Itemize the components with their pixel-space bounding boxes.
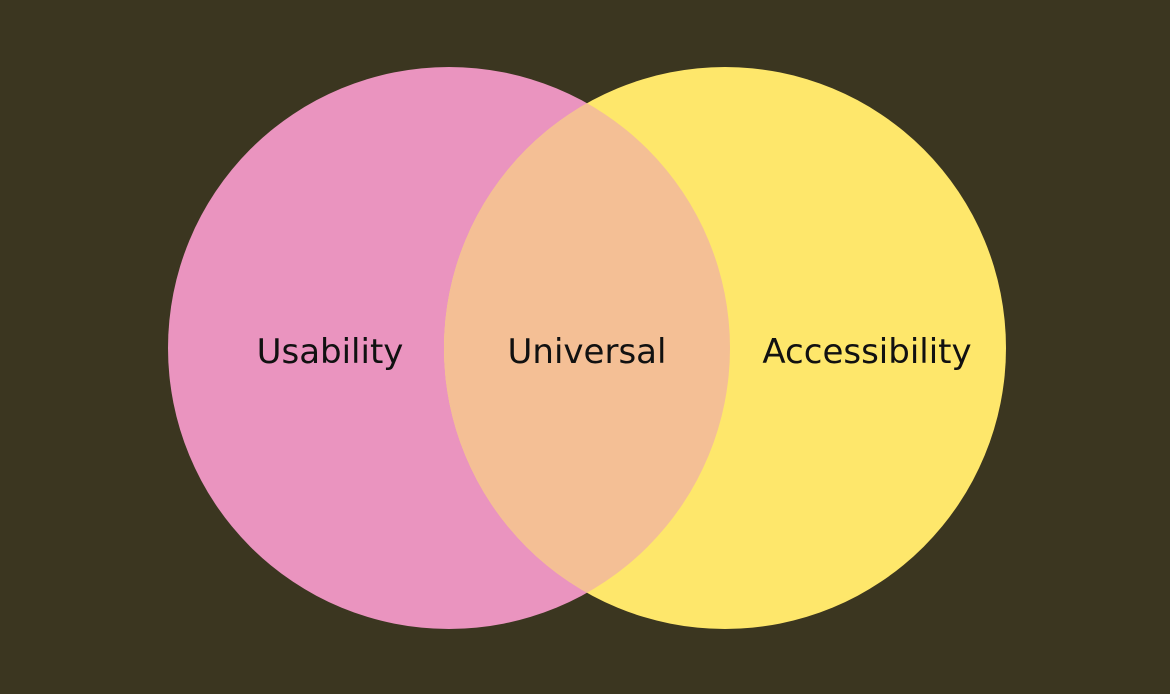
accessibility-label: Accessibility [762, 332, 971, 372]
usability-label: Usability [257, 332, 404, 372]
universal-intersection [444, 67, 730, 629]
universal-label: Universal [508, 332, 667, 372]
